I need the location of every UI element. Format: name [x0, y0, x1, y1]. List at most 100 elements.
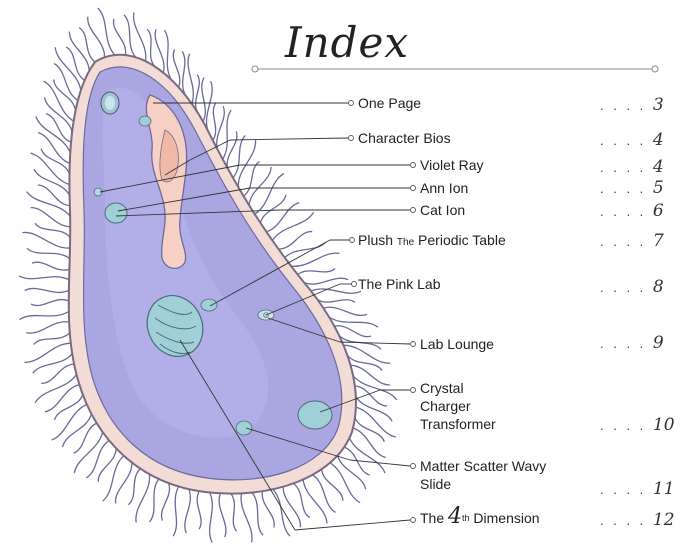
label-line: Crystal: [420, 380, 464, 396]
cilium: [30, 298, 69, 307]
cilium: [266, 202, 300, 233]
entry-page-cat-ion: . . . . 6: [600, 201, 664, 221]
cilium: [336, 455, 367, 490]
cilium: [78, 26, 96, 63]
cilium: [146, 28, 156, 67]
cilium: [22, 231, 71, 249]
cilium: [334, 325, 372, 338]
cilium: [230, 493, 238, 532]
cilium: [65, 46, 85, 81]
cilium: [114, 462, 133, 504]
cilium: [328, 316, 379, 328]
cilium: [127, 468, 141, 506]
cilium: [194, 74, 200, 113]
cilia: [18, 7, 398, 543]
cilium: [354, 385, 388, 407]
cilium: [160, 482, 171, 521]
entry-label-lab-lounge[interactable]: Lab Lounge: [420, 336, 494, 352]
cilium: [243, 161, 260, 197]
cilium: [218, 493, 227, 538]
cilium: [271, 211, 315, 241]
cilium: [154, 29, 165, 73]
cilium: [68, 31, 90, 71]
cilium: [208, 492, 213, 543]
cilium: [232, 135, 246, 179]
cilium: [123, 14, 137, 58]
cilium: [343, 344, 391, 364]
cilium: [297, 267, 336, 276]
cilium: [304, 277, 349, 285]
cilium: [172, 49, 181, 88]
cilium: [87, 16, 106, 58]
cilium: [216, 105, 225, 151]
entry-page-one-page: . . . . 3: [600, 95, 664, 115]
cilium: [43, 97, 73, 132]
cilium: [30, 152, 70, 186]
cilium: [282, 486, 302, 528]
entry-label-4th-dimension[interactable]: The 4th Dimension: [420, 506, 540, 528]
cilium: [97, 7, 116, 56]
entry-label-cat-ion[interactable]: Cat Ion: [420, 202, 466, 218]
cilium: [73, 422, 98, 454]
entry-label-violet-ray[interactable]: Violet Ray: [420, 157, 484, 173]
cilium: [102, 455, 125, 502]
cilium: [201, 77, 206, 122]
cilium: [184, 488, 191, 534]
label-part-small: The: [396, 237, 415, 248]
page-title: Index: [285, 18, 410, 67]
label-part-numeral: 4: [448, 504, 463, 529]
cilium: [196, 490, 202, 530]
entry-page-violet-ray: . . . . 4: [600, 157, 664, 177]
cilium: [40, 148, 71, 175]
cilium: [24, 342, 71, 363]
label-part: Periodic Table: [418, 232, 506, 248]
cilium: [33, 332, 71, 345]
entry-page-periodic-table: . . . . 7: [600, 231, 664, 251]
cilium: [31, 261, 70, 271]
label-part: Plush: [358, 232, 394, 248]
entry-page-ann-ion: . . . . 5: [600, 178, 664, 198]
entry-page-pink-lab: . . . . 8: [600, 277, 664, 297]
cilium: [316, 298, 356, 303]
cilium: [181, 51, 187, 96]
cilium: [32, 353, 73, 374]
cilium: [329, 462, 361, 504]
cilium: [237, 140, 257, 188]
cilium: [323, 306, 368, 317]
cilium: [45, 112, 72, 143]
cilium: [312, 474, 336, 513]
entry-page-character-bios: . . . . 4: [600, 130, 664, 150]
entry-label-periodic-table[interactable]: Plush The Periodic Table: [358, 231, 506, 252]
cilium: [53, 79, 77, 111]
entry-label-matter-scatter[interactable]: Matter Scatter Wavy Slide: [420, 457, 546, 493]
cilium: [310, 288, 362, 294]
cilium: [212, 102, 217, 141]
cilium: [261, 491, 275, 528]
cilium: [30, 206, 71, 228]
label-line: Transformer: [420, 416, 496, 432]
cilium: [53, 394, 84, 421]
cilium: [352, 427, 386, 459]
cilium: [222, 109, 232, 160]
entry-label-one-page[interactable]: One Page: [358, 95, 422, 111]
cilium: [254, 172, 285, 215]
label-part: The: [420, 510, 445, 526]
cilium: [320, 469, 344, 501]
cilium: [343, 446, 371, 476]
cilium: [205, 80, 213, 132]
cilium: [43, 80, 74, 122]
cilium: [61, 413, 93, 448]
cilium: [163, 29, 172, 80]
entry-label-pink-lab[interactable]: The Pink Lab: [358, 276, 441, 292]
label-line: Charger: [420, 398, 471, 414]
cilium: [24, 287, 70, 294]
entry-label-character-bios[interactable]: Character Bios: [358, 130, 451, 146]
cilium: [352, 375, 398, 401]
cilium: [187, 53, 194, 105]
cilium: [350, 364, 390, 386]
cilium: [34, 222, 71, 238]
entry-label-crystal-charger[interactable]: Crystal Charger Transformer: [420, 379, 496, 433]
entry-label-ann-ion[interactable]: Ann Ion: [420, 180, 469, 196]
